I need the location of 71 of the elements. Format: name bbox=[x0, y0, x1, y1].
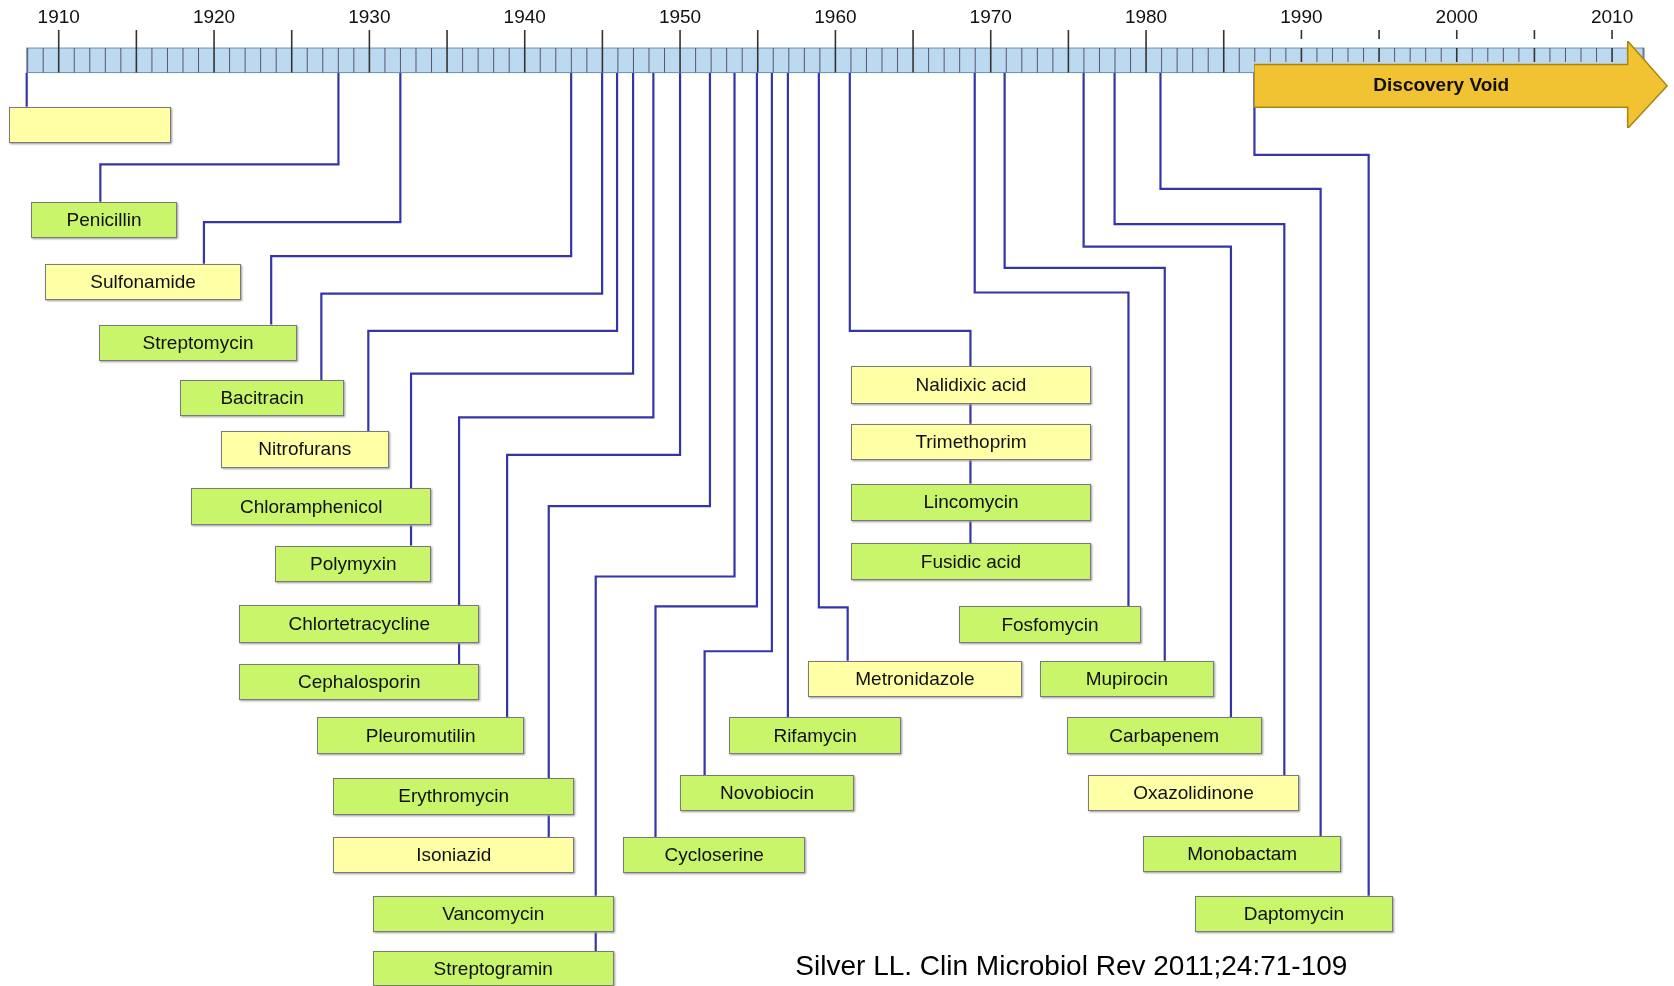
connector-line bbox=[703, 72, 773, 776]
drug-box: Bacitracin bbox=[180, 380, 344, 417]
drug-box: Nitrofurans bbox=[221, 431, 389, 468]
connector-line bbox=[594, 72, 736, 896]
drug-box: Mupirocin bbox=[1039, 660, 1214, 698]
connector-line bbox=[409, 525, 413, 546]
drug-box: Daptomycin bbox=[1194, 895, 1394, 932]
drug-box: Lincomycin bbox=[850, 483, 1092, 521]
connector-line bbox=[99, 72, 340, 202]
year-label: 1970 bbox=[969, 6, 1012, 28]
connector-line bbox=[457, 642, 461, 665]
year-label: 1920 bbox=[192, 6, 236, 28]
connector-line bbox=[1082, 72, 1233, 718]
year-label: 1990 bbox=[1280, 6, 1323, 28]
connector-line bbox=[506, 72, 682, 718]
drug-box: Chlortetracycline bbox=[239, 605, 480, 643]
timeline-bar bbox=[26, 29, 1645, 74]
drug-box: Streptomycin bbox=[99, 324, 297, 361]
connector-line bbox=[817, 72, 849, 661]
connector-line bbox=[1113, 72, 1286, 776]
connector-line bbox=[409, 72, 635, 488]
drug-box: Streptogramin bbox=[372, 951, 614, 986]
drug-box: Monobactam bbox=[1143, 835, 1341, 873]
connector-line bbox=[848, 72, 972, 367]
year-label: 1980 bbox=[1124, 6, 1168, 28]
drug-box: Cycloserine bbox=[623, 837, 805, 874]
drug-box: Fusidic acid bbox=[850, 543, 1092, 580]
connector-line bbox=[457, 72, 655, 606]
connector-line bbox=[320, 72, 604, 381]
connector-line bbox=[969, 460, 972, 484]
discovery-void-arrow: Discovery Void bbox=[1254, 40, 1668, 129]
year-label: 1940 bbox=[503, 6, 546, 28]
drug-box: Isoniazid bbox=[333, 837, 575, 874]
drug-box: Erythromycin bbox=[333, 778, 575, 815]
connector-line bbox=[547, 72, 712, 779]
drug-box: Penicillin bbox=[30, 201, 178, 239]
connector-line bbox=[654, 72, 759, 837]
connector-line bbox=[969, 403, 972, 424]
connector-line bbox=[367, 72, 619, 432]
connector-line bbox=[1159, 72, 1322, 836]
connector-line bbox=[786, 72, 789, 718]
drug-box: Cephalosporin bbox=[239, 664, 480, 701]
connector-line bbox=[973, 72, 1130, 607]
drug-box: Trimethoprim bbox=[850, 423, 1092, 461]
connector-line bbox=[25, 72, 28, 107]
year-label: 2000 bbox=[1435, 6, 1478, 28]
year-label: 1950 bbox=[658, 6, 702, 28]
drug-box: Chloramphenicol bbox=[191, 487, 432, 526]
drug-box: Sulfonamide bbox=[44, 263, 242, 300]
year-label: 1930 bbox=[348, 6, 391, 28]
drug-box: Nalidixic acid bbox=[850, 366, 1092, 404]
year-label: 2010 bbox=[1590, 6, 1634, 28]
drug-box: Oxazolidinone bbox=[1087, 775, 1300, 812]
drug-box: Vancomycin bbox=[372, 895, 614, 932]
connector-line bbox=[202, 72, 402, 264]
drug-box bbox=[8, 106, 171, 144]
connector-line bbox=[969, 521, 972, 544]
drug-box: Metronidazole bbox=[808, 660, 1022, 698]
drug-box: Polymyxin bbox=[275, 545, 432, 582]
drug-box: Pleuromutilin bbox=[317, 717, 525, 754]
connector-line bbox=[270, 72, 573, 325]
connector-line bbox=[547, 814, 550, 837]
connector-line bbox=[594, 932, 597, 952]
drug-box: Fosfomycin bbox=[958, 606, 1142, 643]
citation-text: Silver LL. Clin Microbiol Rev 2011;24:71-109 bbox=[795, 950, 1348, 982]
year-label: 1960 bbox=[814, 6, 857, 28]
connector-line bbox=[1003, 72, 1166, 661]
drug-box: Rifamycin bbox=[729, 717, 902, 754]
drug-box: Novobiocin bbox=[680, 775, 855, 812]
drug-box: Carbapenem bbox=[1066, 717, 1262, 754]
year-label: 1910 bbox=[37, 6, 80, 28]
